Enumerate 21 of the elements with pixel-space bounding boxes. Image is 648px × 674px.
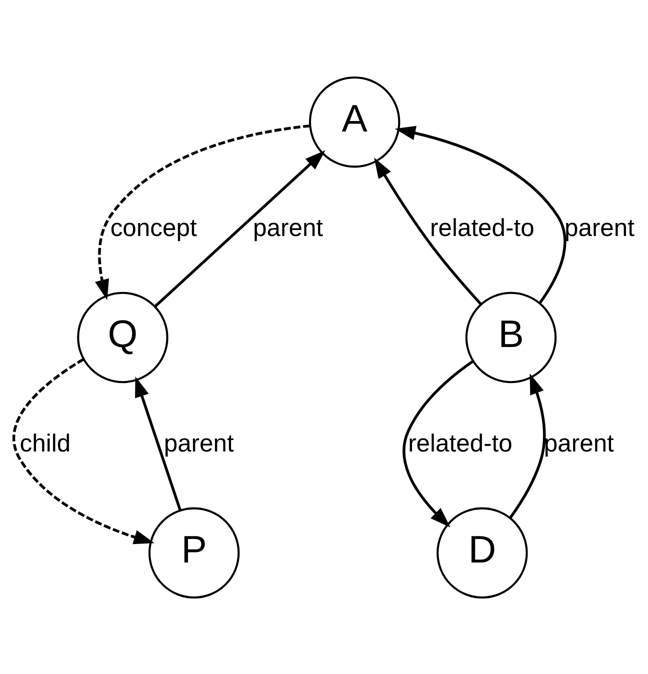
edge-label: parent [253,214,324,242]
arrow [509,373,546,518]
arrow [154,150,326,307]
node-circle: B [465,291,557,383]
edge-label: related-to [408,430,512,457]
arrow [374,157,482,305]
edge-label: parent [164,430,234,457]
edge-label: related-to [430,214,534,242]
edge-label: parent [564,214,635,242]
node-circle: D [436,506,528,598]
node-circle: A [308,76,400,168]
edge-label: child [20,430,71,457]
arrow [135,376,182,510]
arrow [402,360,474,527]
node-circle: Q [77,291,168,383]
edge-label: concept [110,214,197,242]
arrow [95,124,310,300]
arrow [394,125,566,304]
arrow [12,358,154,544]
node-circle: P [148,506,240,598]
edge-label: parent [544,430,614,457]
